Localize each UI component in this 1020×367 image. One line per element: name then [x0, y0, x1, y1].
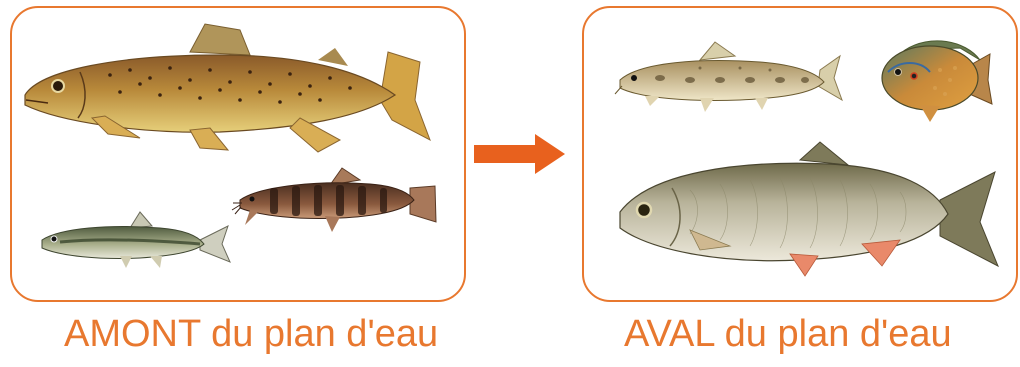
- pumpkinseed-sunfish-illustration: [882, 41, 992, 122]
- chub-illustration: [620, 142, 998, 276]
- transition-arrow: [474, 134, 565, 174]
- minnow-illustration: [42, 212, 230, 268]
- downstream-label: AVAL du plan d'eau: [624, 310, 952, 358]
- brown-trout-illustration: [25, 24, 430, 152]
- upstream-label: AMONT du plan d'eau: [64, 310, 438, 358]
- gudgeon-illustration: [615, 42, 842, 112]
- stone-loach-illustration: [232, 168, 436, 232]
